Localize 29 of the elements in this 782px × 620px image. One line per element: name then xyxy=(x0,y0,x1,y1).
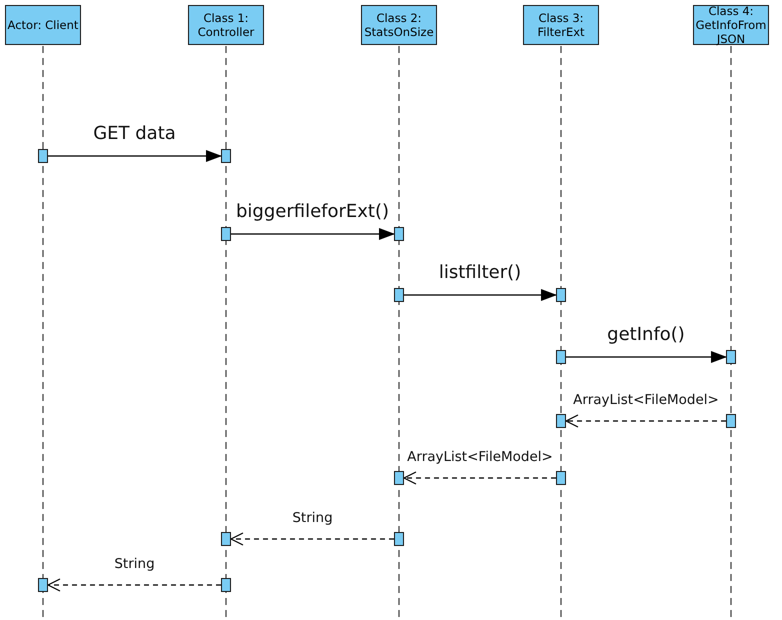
activation-bar xyxy=(556,414,566,428)
return-arrow xyxy=(47,578,221,592)
activation-bar xyxy=(394,288,404,302)
activation-bar xyxy=(394,471,404,485)
class-box: Class 2: StatsOnSize xyxy=(361,5,437,45)
return-arrow xyxy=(565,414,726,428)
activation-bar xyxy=(221,532,231,546)
activation-bar xyxy=(556,471,566,485)
activation-bar xyxy=(394,532,404,546)
activation-bar xyxy=(556,288,566,302)
activation-bar xyxy=(38,578,48,592)
activation-bar xyxy=(394,227,404,241)
class-box: Class 3: FilterExt xyxy=(523,5,599,45)
class-box: Class 1: Controller xyxy=(188,5,264,45)
activation-bar xyxy=(221,227,231,241)
activation-bar xyxy=(221,149,231,163)
activation-bar xyxy=(556,350,566,364)
activation-bar xyxy=(38,149,48,163)
message-arrow xyxy=(48,150,222,162)
actor-box: Actor: Client xyxy=(5,5,81,45)
activation-bar xyxy=(221,578,231,592)
message-arrow xyxy=(566,351,727,363)
activation-bar xyxy=(726,414,736,428)
message-arrow xyxy=(231,228,395,240)
return-arrow xyxy=(403,471,556,485)
return-arrow xyxy=(230,532,394,546)
activation-bar xyxy=(726,350,736,364)
message-arrow xyxy=(404,289,557,301)
class-box: Class 4: GetInfoFromJSON xyxy=(693,5,769,45)
